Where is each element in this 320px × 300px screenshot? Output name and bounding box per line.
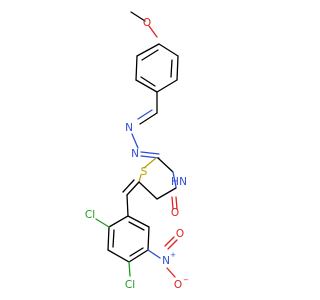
methoxyphenyl-ring [135,43,179,93]
ring-nh-hydrogen-label: H [171,176,179,188]
exocyclic-alkene [122,179,140,217]
hydrazone-linker [131,133,139,149]
chloro-substituents [95,218,131,277]
lower-chlorine-label: Cl [125,279,135,291]
benzylidene-linker [137,91,158,125]
nitro-nitrogen-charge: + [170,251,176,259]
methoxy-oxygen-label: O [143,17,151,29]
ring-nitrogen-label: N [179,176,187,188]
nitro-oxygen-charge: − [183,276,189,284]
imine-bond [140,151,160,159]
nitro-oxygen-top-label: O [176,228,184,240]
upper-chlorine-label: Cl [85,209,95,221]
thiazolidinone-ring [138,157,177,200]
carbonyl-oxygen-label: O [171,207,179,219]
imine-nitrogen-label: N [125,122,133,134]
ring-sulfur-label: S [141,166,148,178]
nitro-group [147,236,178,278]
hydrazone-nitrogen-label: N [131,148,139,160]
carbonyl-group [171,196,178,210]
nitro-oxygen-bottom-label: O [174,279,182,291]
dichloronitrophenyl-ring [107,215,150,263]
molecule-structure-diagram: O N N S H N O Cl Cl N + O O − [85,11,189,291]
methoxy-group [130,11,158,38]
nitro-nitrogen-label: N [162,255,170,267]
